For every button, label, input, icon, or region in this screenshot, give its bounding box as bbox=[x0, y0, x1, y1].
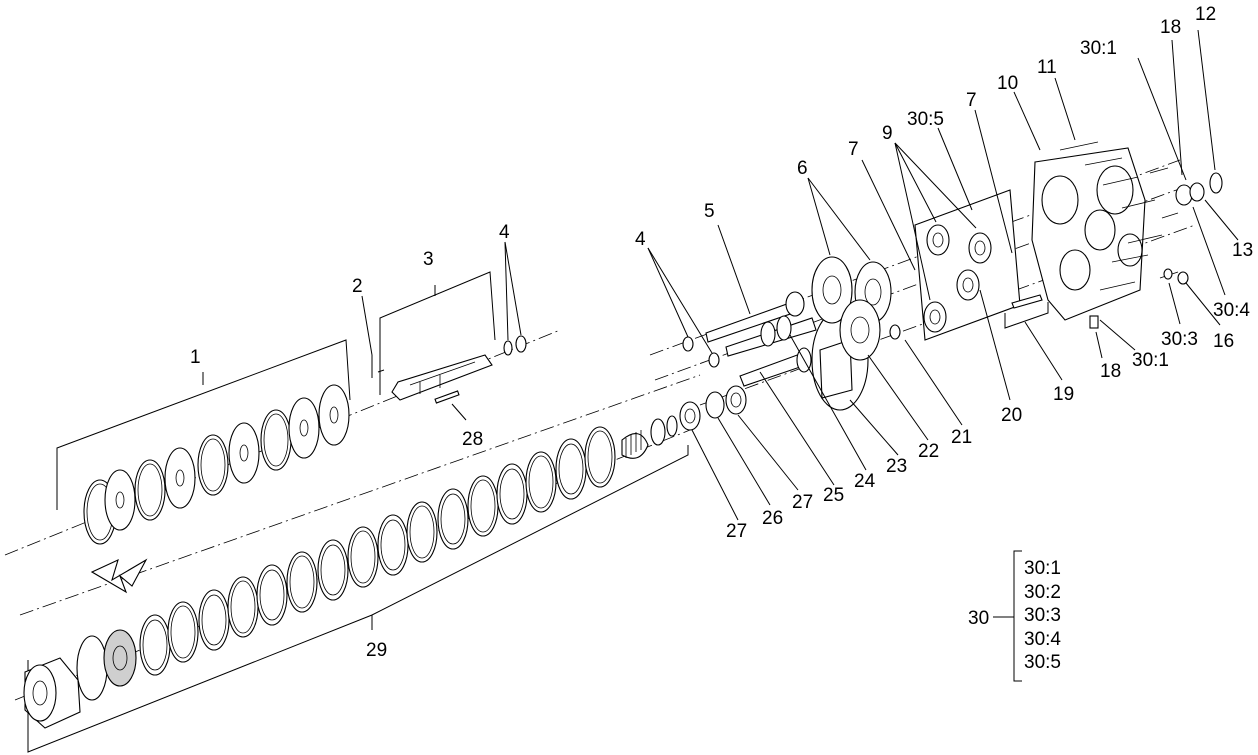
label-30-1-b: 30:1 bbox=[1132, 350, 1169, 371]
cover-plate bbox=[914, 189, 1021, 341]
part-labels: 1 2 3 4 4 5 6 7 7 9 10 11 12 13 16 18 18… bbox=[190, 4, 1253, 661]
legend-item-30-5: 30:5 bbox=[1024, 652, 1061, 673]
label-25: 25 bbox=[823, 485, 844, 506]
legend-item-30-2: 30:2 bbox=[1024, 582, 1061, 603]
label-13: 13 bbox=[1232, 240, 1253, 261]
gear-housing bbox=[1004, 141, 1223, 329]
label-2: 2 bbox=[352, 276, 363, 297]
label-16: 16 bbox=[1213, 331, 1234, 352]
legend-item-30-4: 30:4 bbox=[1024, 629, 1061, 650]
shaft-group-3 bbox=[371, 271, 527, 421]
label-26: 26 bbox=[762, 508, 783, 529]
label-22: 22 bbox=[918, 441, 939, 462]
label-19: 19 bbox=[1053, 384, 1074, 405]
label-9: 9 bbox=[882, 123, 893, 144]
label-20: 20 bbox=[1001, 405, 1022, 426]
middle-shafts bbox=[679, 256, 901, 431]
label-28: 28 bbox=[462, 429, 483, 450]
label-27-b: 27 bbox=[792, 492, 813, 513]
legend-root-label: 30 bbox=[968, 608, 989, 629]
label-18-a: 18 bbox=[1160, 17, 1181, 38]
label-7-b: 7 bbox=[966, 90, 977, 111]
label-30-3: 30:3 bbox=[1161, 329, 1198, 350]
label-23: 23 bbox=[886, 456, 907, 477]
label-30-4: 30:4 bbox=[1213, 300, 1250, 321]
label-5: 5 bbox=[704, 201, 715, 222]
label-29: 29 bbox=[366, 640, 387, 661]
label-18-b: 18 bbox=[1100, 361, 1121, 382]
label-7-a: 7 bbox=[848, 139, 859, 160]
label-6: 6 bbox=[797, 158, 808, 179]
label-3: 3 bbox=[423, 249, 434, 270]
leader-lines bbox=[361, 29, 1239, 521]
kit-legend: 30 30:1 30:2 30:3 30:4 30:5 bbox=[968, 550, 1061, 682]
label-27-a: 27 bbox=[726, 521, 747, 542]
label-30-5: 30:5 bbox=[907, 109, 944, 130]
label-4-b: 4 bbox=[635, 229, 646, 250]
label-11: 11 bbox=[1037, 57, 1057, 78]
label-1: 1 bbox=[190, 347, 201, 368]
label-30-1-a: 30:1 bbox=[1080, 38, 1117, 59]
label-21: 21 bbox=[951, 427, 972, 448]
label-12: 12 bbox=[1195, 4, 1216, 25]
disc-pack-group-1 bbox=[56, 339, 351, 545]
label-24: 24 bbox=[854, 471, 876, 492]
label-4-a: 4 bbox=[499, 222, 510, 243]
direction-arrow-icon bbox=[90, 558, 148, 594]
clutch-pack-group-29 bbox=[23, 415, 689, 753]
label-10: 10 bbox=[997, 73, 1018, 94]
legend-item-30-1: 30:1 bbox=[1024, 558, 1061, 579]
legend-item-30-3: 30:3 bbox=[1024, 605, 1061, 626]
